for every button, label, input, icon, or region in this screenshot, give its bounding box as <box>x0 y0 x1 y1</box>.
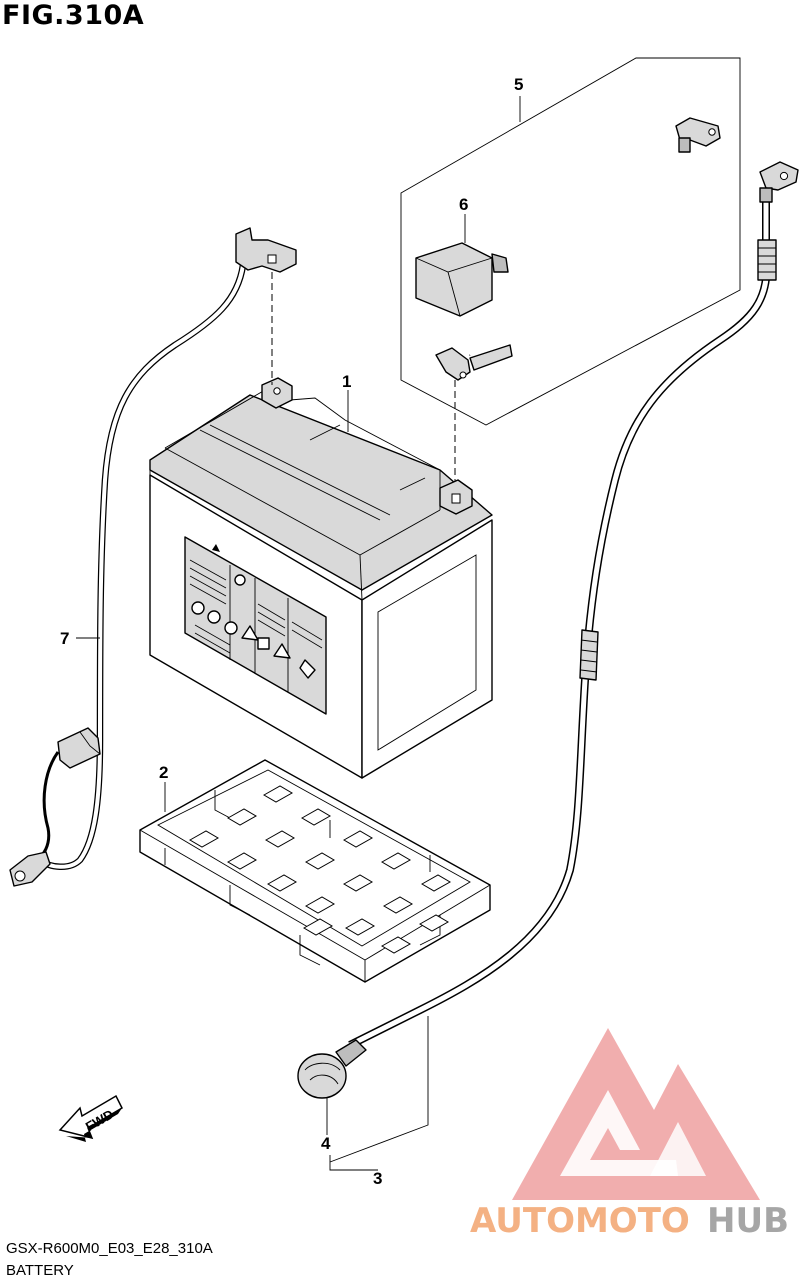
battery-tray <box>139 759 491 983</box>
label-hatching <box>189 559 323 654</box>
label-symbols <box>191 544 316 679</box>
callout-7: 7 <box>60 629 69 648</box>
callout-6: 6 <box>459 195 468 214</box>
terminal-cap <box>297 1039 367 1099</box>
callout-3: 3 <box>373 1169 382 1188</box>
figure-code: GSX-R600M0_E03_E28_310A <box>6 1240 213 1257</box>
figure-title: FIG.310A <box>2 0 145 31</box>
callout-labels: 5 6 1 2 7 4 3 <box>60 75 523 1188</box>
tray-slots <box>188 785 452 954</box>
callout-4: 4 <box>321 1134 331 1153</box>
negative-lead <box>348 161 799 1049</box>
ground-wire <box>9 227 297 887</box>
figure-name: BATTERY <box>6 1262 74 1279</box>
battery <box>149 377 493 779</box>
callout-1: 1 <box>342 372 351 391</box>
watermark-text-b: HUB <box>707 1201 789 1241</box>
terminal-cover <box>415 242 509 317</box>
watermark-logo <box>512 1028 760 1200</box>
leader-lines <box>76 96 521 1171</box>
callout-2: 2 <box>159 763 168 782</box>
callout-5: 5 <box>514 75 523 94</box>
positive-lead <box>435 117 721 381</box>
forward-arrow-icon: FWD <box>58 1094 123 1142</box>
watermark-text-a: AUTOMOTO <box>470 1201 690 1241</box>
watermark-text: AUTOMOTO HUB <box>470 1201 789 1241</box>
assembly-box-5 <box>400 57 741 426</box>
